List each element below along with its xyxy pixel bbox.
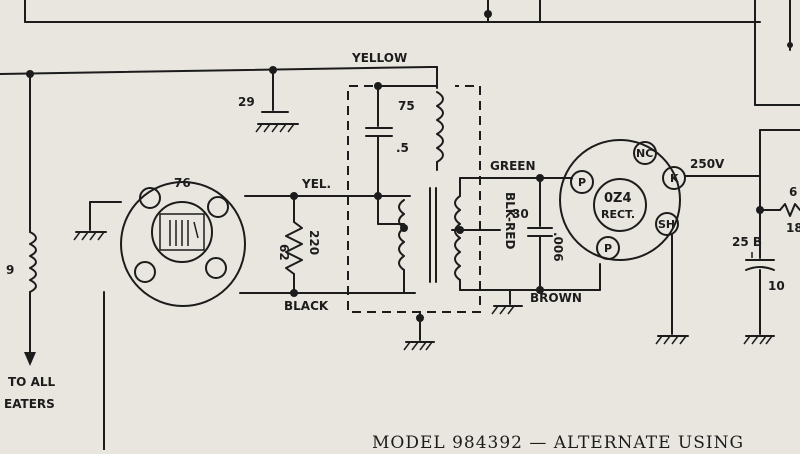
label-c75: 75 [398,99,415,113]
label-yellow: YELLOW [351,51,407,65]
label-c29: 29 [238,95,255,109]
label-c25b-value: 10 [768,279,785,293]
heater-circuit: 9 TO ALL EATERS [4,73,55,411]
label-blk-red: BLK-RED [503,192,517,249]
label-brown: BROWN [530,291,582,305]
label-c30: 30 [512,207,529,221]
transformer-shield [347,85,481,351]
pin-k-label: K [670,172,679,185]
label-tube-76: 76 [174,176,191,190]
label-edge-6: 6 [789,185,797,199]
label-c75-value: .5 [396,141,409,155]
label-rect-word: RECT. [601,208,635,221]
rectifier-0z4: 0Z4 RECT. NC K SH P P 250V [559,139,761,345]
label-rect-type: 0Z4 [604,191,632,206]
ground-brown [491,289,523,315]
footer-caption: MODEL 984392 — ALTERNATE USING [372,433,744,450]
label-r62: 62 [277,244,291,261]
transformer: GREEN BLK-RED BROWN [377,159,601,305]
label-c25b: 25 B [732,235,762,249]
top-wiring [24,0,800,106]
pin-p1-label: P [578,176,586,189]
resistor-62: YEL. BLACK 62 220 [277,177,331,313]
capacitor-29: 29 [238,69,299,133]
pin-p2-label: P [604,242,612,255]
label-black: BLACK [284,299,329,313]
label-yel: YEL. [301,177,331,191]
label-c30-value: .006 [551,232,565,262]
label-green: GREEN [490,159,536,173]
capacitor-30: 30 .006 [512,177,565,291]
tube-76: 76 [73,176,416,307]
label-r62-value: 220 [307,230,321,255]
heaters-label-line2: EATERS [4,397,55,411]
heaters-label-line1: TO ALL [8,375,55,389]
capacitor-25b: 25 B 10 6 18 [732,129,800,345]
pin-nc-label: NC [636,147,653,160]
label-l9: 9 [6,263,14,277]
main-bus [0,66,438,89]
capacitor-75-tank: 75 .5 [365,82,444,200]
label-b-plus: 250V [690,157,725,171]
label-edge-18: 18 [786,221,800,235]
pin-sh-label: SH [658,218,675,231]
